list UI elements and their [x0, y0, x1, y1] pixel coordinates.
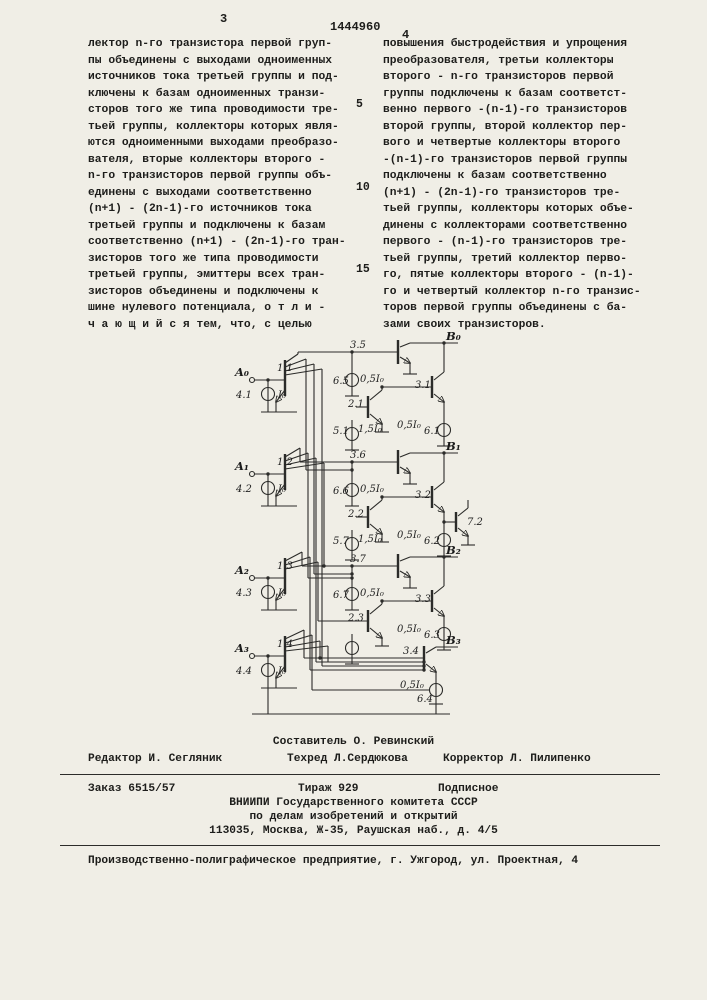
- diagram-label-5.1: 5.1: [333, 426, 349, 437]
- footer-org-address: 113035, Москва, Ж-35, Раушская наб., д. …: [209, 825, 498, 837]
- page-number-left: 3: [220, 12, 228, 26]
- diagram-label-4.2: 4.2: [235, 484, 252, 495]
- diagram-label-6.4: 6.4: [417, 694, 433, 705]
- diagram-label-2.1: 2.1: [347, 399, 364, 410]
- diagram-label-A₂: A₂: [234, 563, 249, 577]
- diagram-label-1,5I₀: 1,5I₀: [358, 424, 382, 435]
- diagram-label-6.6: 6.6: [333, 486, 350, 497]
- input-stage-3: [248, 551, 424, 671]
- diagram-label-3.7: 3.7: [350, 554, 367, 565]
- diagram-label-0,5I₀: 0,5I₀: [360, 484, 384, 495]
- diagram-label-3.5: 3.5: [350, 340, 366, 351]
- diagram-label-6.5: 6.5: [333, 376, 349, 387]
- diagram-label-B₃: B₃: [445, 633, 461, 647]
- footer-org-line1: ВНИИПИ Государственного комитета СССР: [229, 797, 478, 809]
- footer-org-line2: по делам изобретений и открытий: [249, 811, 458, 823]
- footer-editor: Редактор И. Сегляник: [88, 753, 223, 765]
- diagram-label-3.4: 3.4: [403, 646, 419, 657]
- diagram-label-1.4: 1.4: [277, 639, 293, 650]
- document-number: 1444960: [330, 20, 381, 34]
- diagram-label-4.3: 4.3: [235, 588, 252, 599]
- diagram-label-5.7: 5.7: [333, 536, 350, 547]
- diagram-label-6.1: 6.1: [424, 426, 440, 437]
- diagram-label-A₁: A₁: [234, 459, 249, 473]
- diagram-label-0,5I₀: 0,5I₀: [360, 588, 384, 599]
- footer-techred: Техред Л.Сердюкова: [287, 753, 408, 765]
- margin-line-number-15: 15: [356, 263, 370, 276]
- diagram-label-2.3: 2.3: [347, 613, 364, 624]
- footer-compiler: Составитель О. Ревинский: [272, 736, 435, 748]
- diagram-label-3.1: 3.1: [415, 380, 431, 391]
- diagram-label-I₀: I₀: [277, 484, 286, 495]
- diagram-label-1.2: 1.2: [277, 457, 293, 468]
- output-row-0: [298, 340, 458, 451]
- margin-line-number-5: 5: [356, 98, 363, 111]
- diagram-label-6.7: 6.7: [333, 590, 350, 601]
- diagram-label-1,5I₀: 1,5I₀: [358, 534, 382, 545]
- input-stage-1: [248, 352, 424, 667]
- diagram-label-I₀: I₀: [277, 588, 286, 599]
- diagram-label-I₀: I₀: [277, 666, 286, 677]
- footer-tirazh: Тираж 929: [298, 783, 359, 795]
- diagram-label-0,5I₀: 0,5I₀: [400, 680, 424, 691]
- diagram-label-7.2: 7.2: [467, 517, 483, 528]
- diagram-label-4.1: 4.1: [235, 390, 252, 401]
- diagram-label-3.2: 3.2: [415, 490, 431, 501]
- output-row-3: [252, 646, 458, 715]
- footer-corrector: Корректор Л. Пилипенко: [443, 753, 591, 765]
- diagram-label-A₀: A₀: [234, 365, 249, 379]
- diagram-label-6.3: 6.3: [424, 630, 440, 641]
- diagram-label-0,5I₀: 0,5I₀: [360, 374, 384, 385]
- diagram-label-0,5I₀: 0,5I₀: [397, 420, 421, 431]
- diagram-label-I₀: I₀: [277, 390, 286, 401]
- diagram-label-3.6: 3.6: [350, 450, 367, 461]
- page-number-right: 4: [402, 28, 410, 42]
- footer-divider-bottom: [60, 845, 660, 846]
- diagram-label-4.4: 4.4: [235, 666, 252, 677]
- input-stage-2: [248, 447, 424, 663]
- footer-subscription: Подписное: [438, 783, 499, 795]
- diagram-label-6.2: 6.2: [424, 536, 440, 547]
- diagram-label-2.2: 2.2: [347, 509, 364, 520]
- claim-text-left-column: лектор n-го транзистора первой груп- пы …: [88, 38, 346, 331]
- output-row-1: [300, 450, 475, 561]
- diagram-label-1.3: 1.3: [277, 561, 293, 572]
- input-stage-4: [248, 629, 430, 691]
- footer-printer: Производственно-полиграфическое предприя…: [88, 855, 579, 867]
- footer-order: Заказ 6515/57: [88, 783, 176, 795]
- diagram-label-3.3: 3.3: [415, 594, 431, 605]
- margin-line-number-10: 10: [356, 181, 370, 194]
- footer-divider-top: [60, 774, 660, 775]
- diagram-label-0,5I₀: 0,5I₀: [397, 530, 421, 541]
- diagram-label-1.1: 1.1: [277, 363, 293, 374]
- diagram-label-0,5I₀: 0,5I₀: [397, 624, 421, 635]
- claim-text-right-column: повышения быстродействия и упрощения пре…: [383, 38, 641, 331]
- diagram-label-B₂: B₂: [445, 543, 461, 557]
- output-row-2: [302, 554, 458, 665]
- diagram-label-A₃: A₃: [234, 641, 249, 655]
- diagram-label-B₁: B₁: [445, 439, 461, 453]
